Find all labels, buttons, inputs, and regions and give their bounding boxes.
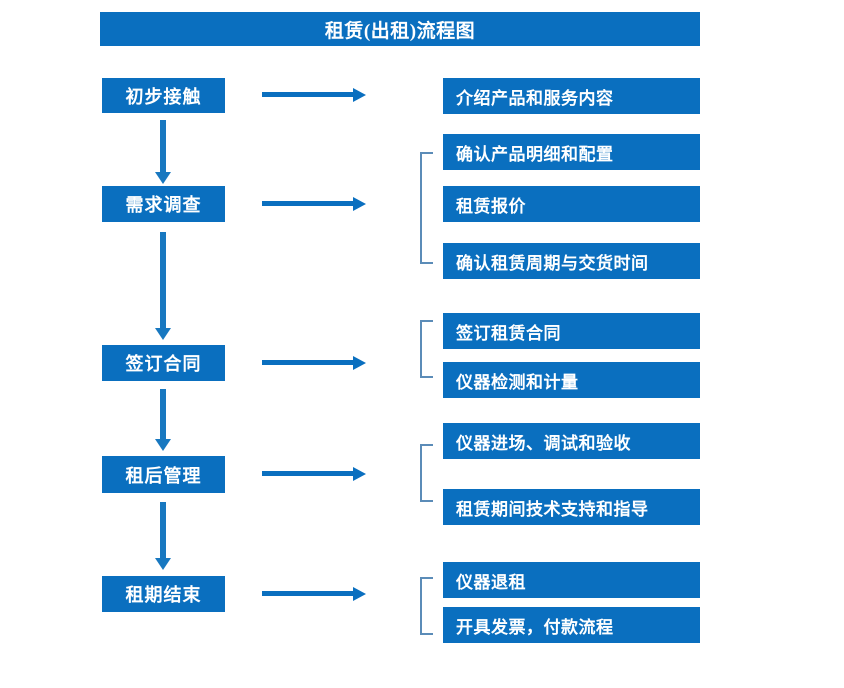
detail-box-instrument-inspection[interactable]: 仪器检测和计量	[443, 362, 700, 398]
flow-arrow-right-5	[262, 586, 366, 602]
detail-box-confirm-product-spec[interactable]: 确认产品明细和配置	[443, 134, 700, 170]
chart-title: 租赁(出租)流程图	[100, 12, 700, 46]
flow-arrow-right-1	[262, 87, 366, 103]
flow-arrow-right-4	[262, 466, 366, 482]
detail-box-technical-support[interactable]: 租赁期间技术支持和指导	[443, 489, 700, 525]
detail-box-sign-rental-contract[interactable]: 签订租赁合同	[443, 313, 700, 349]
flow-arrow-right-3	[262, 355, 366, 371]
group-bracket-sign-contract	[420, 320, 433, 378]
flow-arrow-right-2	[262, 196, 366, 212]
stage-box-rental-end[interactable]: 租期结束	[102, 576, 225, 612]
stage-box-needs-survey[interactable]: 需求调查	[102, 186, 225, 222]
stage-box-sign-contract[interactable]: 签订合同	[102, 345, 225, 381]
detail-box-rental-quotation[interactable]: 租赁报价	[443, 186, 700, 222]
detail-box-confirm-rental-period[interactable]: 确认租赁周期与交货时间	[443, 243, 700, 279]
detail-box-instrument-delivery[interactable]: 仪器进场、调试和验收	[443, 423, 700, 459]
group-bracket-needs-survey	[420, 152, 433, 264]
stage-box-initial-contact[interactable]: 初步接触	[102, 78, 225, 113]
stage-box-post-rental-management[interactable]: 租后管理	[102, 456, 225, 493]
detail-box-instrument-return[interactable]: 仪器退租	[443, 562, 700, 598]
flow-arrow-down-1	[155, 120, 171, 184]
group-bracket-post-rental	[420, 444, 433, 502]
detail-box-invoice-payment[interactable]: 开具发票，付款流程	[443, 607, 700, 643]
flow-arrow-down-2	[155, 232, 171, 340]
flow-arrow-down-4	[155, 502, 171, 570]
detail-box-introduce-products[interactable]: 介绍产品和服务内容	[443, 78, 700, 114]
flow-arrow-down-3	[155, 389, 171, 451]
group-bracket-rental-end	[420, 577, 433, 635]
